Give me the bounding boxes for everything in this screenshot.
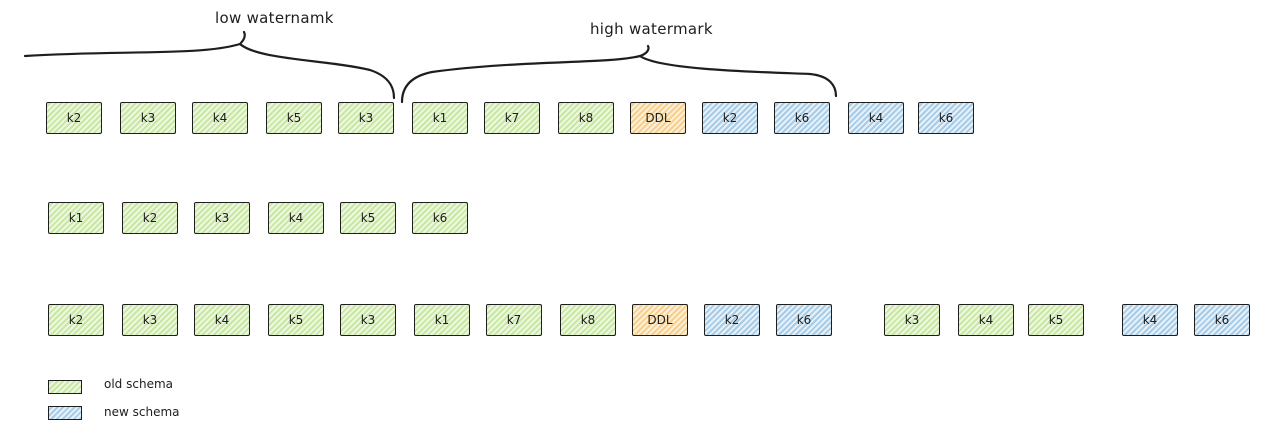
- row-3-box-1: k2: [48, 304, 104, 336]
- row-1-box-9: DDL: [630, 102, 686, 134]
- row-1-box-3: k4: [192, 102, 248, 134]
- row-3-box-15: k4: [1122, 304, 1178, 336]
- row-3-box-13: k4: [958, 304, 1014, 336]
- row-2-box-4: k4: [268, 202, 324, 234]
- row-1-box-1: k2: [46, 102, 102, 134]
- legend-swatch-old-schema: [48, 380, 82, 394]
- high-watermark-label: high watermark: [590, 20, 713, 38]
- row-1-box-8: k8: [558, 102, 614, 134]
- row-3-box-6: k1: [414, 304, 470, 336]
- row-1-box-7: k7: [484, 102, 540, 134]
- row-3-box-14: k5: [1028, 304, 1084, 336]
- row-2-box-3: k3: [194, 202, 250, 234]
- row-3-box-9: DDL: [632, 304, 688, 336]
- row-1-box-13: k6: [918, 102, 974, 134]
- row-3-box-12: k3: [884, 304, 940, 336]
- row-3-box-5: k3: [340, 304, 396, 336]
- legend-label-new-schema: new schema: [104, 405, 180, 419]
- row-2-box-1: k1: [48, 202, 104, 234]
- high-watermark-brace: [400, 44, 838, 104]
- row-2-box-2: k2: [122, 202, 178, 234]
- row-1-box-10: k2: [702, 102, 758, 134]
- row-3-box-2: k3: [122, 304, 178, 336]
- row-1-box-5: k3: [338, 102, 394, 134]
- row-3-box-10: k2: [704, 304, 760, 336]
- row-1-box-6: k1: [412, 102, 468, 134]
- row-3-box-11: k6: [776, 304, 832, 336]
- row-1-box-2: k3: [120, 102, 176, 134]
- low-watermark-label: low waternamk: [215, 9, 334, 27]
- row-1-box-11: k6: [774, 102, 830, 134]
- low-watermark-brace: [23, 30, 396, 100]
- row-3-box-4: k5: [268, 304, 324, 336]
- row-3-box-8: k8: [560, 304, 616, 336]
- legend-swatch-new-schema: [48, 406, 82, 420]
- row-1-box-4: k5: [266, 102, 322, 134]
- row-3-box-16: k6: [1194, 304, 1250, 336]
- row-2-box-5: k5: [340, 202, 396, 234]
- row-1-box-12: k4: [848, 102, 904, 134]
- row-3-box-7: k7: [486, 304, 542, 336]
- legend-label-old-schema: old schema: [104, 377, 173, 391]
- row-2-box-6: k6: [412, 202, 468, 234]
- row-3-box-3: k4: [194, 304, 250, 336]
